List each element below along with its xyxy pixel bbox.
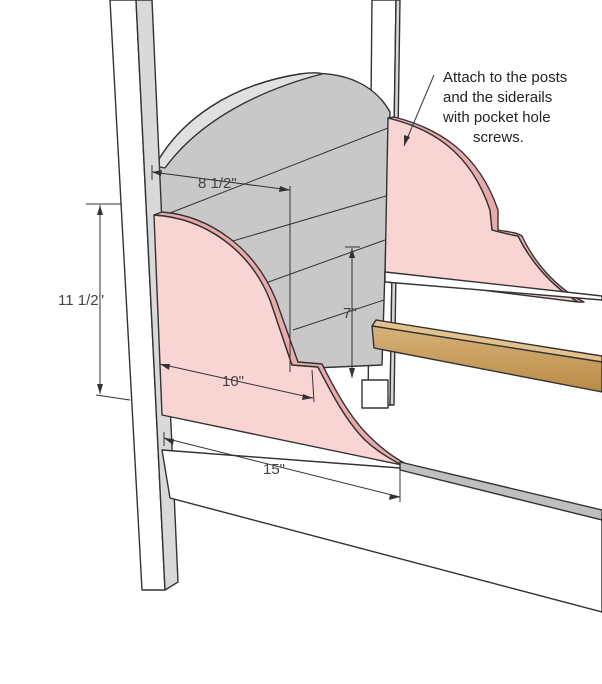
label-height-left: 11 1/2"	[58, 292, 104, 309]
label-width-top: 8 1/2"	[198, 175, 237, 192]
label-height-inner: 7"	[343, 305, 357, 322]
label-width-bottom: 15"	[263, 461, 285, 478]
wood-slat	[371, 319, 602, 393]
dimension-width-top: 8 1/2"	[151, 165, 291, 372]
annotation-leader	[403, 74, 435, 147]
right-side-panel	[384, 116, 585, 303]
dimension-width-bottom: 15"	[163, 432, 401, 502]
label-width-notch: 10"	[222, 373, 244, 390]
dimension-height-inner: 7"	[343, 246, 360, 378]
right-side-rail	[384, 271, 602, 301]
annotation-line-4: screws.	[473, 129, 524, 146]
annotation-line-1: Attach to the posts	[443, 69, 567, 86]
front-lower-rail	[161, 449, 602, 613]
annotation-line-3: with pocket hole	[442, 109, 551, 126]
dimension-width-notch: 10"	[159, 363, 315, 403]
annotation-line-2: and the siderails	[443, 89, 552, 106]
annotation-note: Attach to the posts and the siderails wi…	[442, 69, 567, 146]
dimension-height-left: 11 1/2"	[58, 203, 131, 401]
